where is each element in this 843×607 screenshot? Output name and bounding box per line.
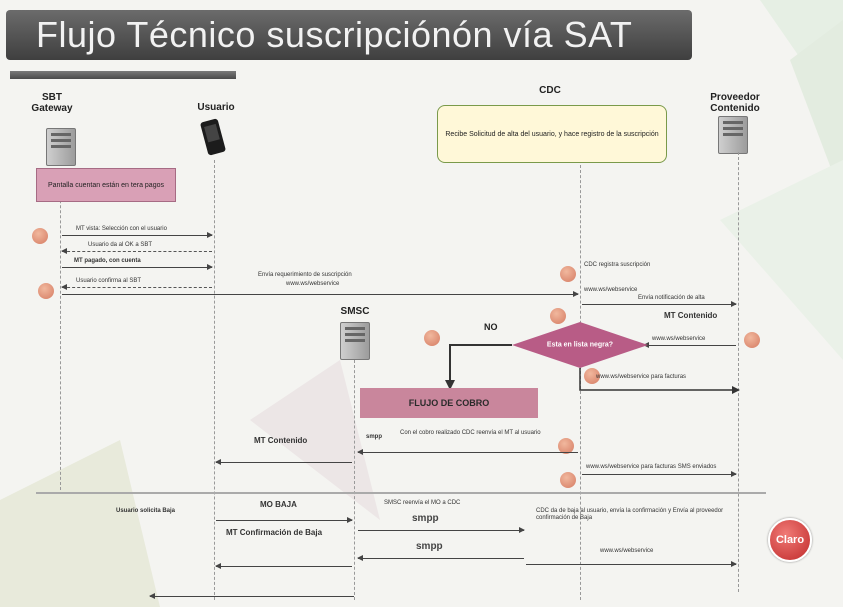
message-label: www.ws/webservice	[286, 281, 340, 287]
message-label: Usuario solicita Baja	[116, 508, 176, 514]
lifeline-sbt	[60, 170, 61, 490]
step-marker	[560, 266, 576, 282]
smpp-label: smpp	[416, 541, 443, 552]
step-marker	[558, 438, 574, 454]
smsc-server-icon	[340, 322, 370, 360]
message-arrow	[215, 563, 352, 569]
message-label: Envía requerimiento de suscripción	[258, 272, 352, 278]
message-label: Usuario confirma al SBT	[76, 278, 142, 284]
message-arrow	[215, 459, 352, 465]
message-arrow	[643, 342, 736, 348]
message-label: MT Contenido	[664, 311, 718, 320]
message-arrow	[582, 301, 737, 307]
blacklist-decision: Esta en lista negra?	[512, 322, 648, 368]
message-arrow	[61, 284, 212, 290]
message-label: Envía notificación de alta	[638, 295, 705, 301]
message-arrow	[62, 291, 579, 297]
message-arrow	[357, 449, 578, 455]
cdc-note-box: Recibe Solicitud de alta del usuario, y …	[437, 105, 667, 163]
lifeline-cdc-label: CDC	[539, 85, 561, 96]
message-label: smpp	[366, 434, 383, 440]
step-marker	[560, 472, 576, 488]
message-arrow	[526, 561, 737, 567]
lifeline-sbt-label: SBT Gateway	[31, 92, 73, 114]
message-label: MT vista: Selección con el usuario	[76, 226, 167, 232]
section-divider	[36, 492, 766, 494]
message-label: www.ws/webservice para facturas	[596, 374, 687, 380]
lifeline-usuario	[214, 160, 215, 600]
message-arrow	[216, 517, 353, 523]
message-label: SMSC reenvía el MO a CDC	[384, 500, 461, 506]
title-underline	[10, 71, 236, 79]
message-label: MT Confirmación de Baja	[226, 528, 323, 537]
step-marker	[744, 332, 760, 348]
decision-label: Esta en lista negra?	[546, 341, 614, 349]
message-label: MO BAJA	[260, 500, 297, 509]
message-arrow	[149, 593, 354, 599]
step-marker	[32, 228, 48, 244]
lifeline-smsc	[354, 360, 355, 600]
message-arrow	[61, 248, 212, 254]
lifeline-proveedor	[738, 152, 739, 592]
message-label: www.ws/webservice para facturas SMS envi…	[586, 464, 717, 470]
message-arrow	[358, 527, 525, 533]
message-arrow	[62, 264, 213, 270]
message-label: CDC da de baja al usuario, envía la conf…	[536, 508, 724, 521]
smpp-label: smpp	[412, 513, 439, 524]
lifeline-smsc-label: SMSC	[340, 306, 370, 317]
message-label: Usuario da al OK a SBT	[88, 242, 153, 248]
message-label: MT pagado, con cuenta	[74, 258, 141, 264]
step-marker	[550, 308, 566, 324]
message-label: www.ws/webservice	[652, 336, 706, 342]
title-bar: Flujo Técnico suscripciónón vía SAT	[6, 10, 692, 60]
sbt-note-box: Pantalla cuentan están en tera pagos	[36, 168, 176, 202]
message-arrow	[582, 471, 737, 477]
proveedor-server-icon	[718, 116, 748, 154]
message-label: Con el cobro realizado CDC reenvía el MT…	[400, 430, 541, 436]
claro-logo: Claro	[768, 518, 812, 562]
phone-icon	[199, 118, 227, 156]
no-branch-label: NO	[484, 322, 498, 332]
message-arrow	[62, 232, 213, 238]
page-title: Flujo Técnico suscripciónón vía SAT	[36, 14, 633, 55]
message-label: MT Contenido	[254, 436, 308, 445]
step-marker	[424, 330, 440, 346]
message-label: www.ws/webservice	[600, 548, 654, 554]
cobro-flow-box: FLUJO DE COBRO	[360, 388, 538, 418]
message-arrow	[357, 555, 524, 561]
lifeline-cdc	[580, 160, 581, 600]
step-marker	[38, 283, 54, 299]
sbt-server-icon	[46, 128, 76, 166]
lifeline-usuario-label: Usuario	[197, 102, 235, 113]
message-label: CDC registra suscripción	[584, 262, 651, 268]
lifeline-proveedor-label: Proveedor Contenido	[710, 92, 760, 114]
message-label: www.ws/webservice	[584, 287, 638, 293]
